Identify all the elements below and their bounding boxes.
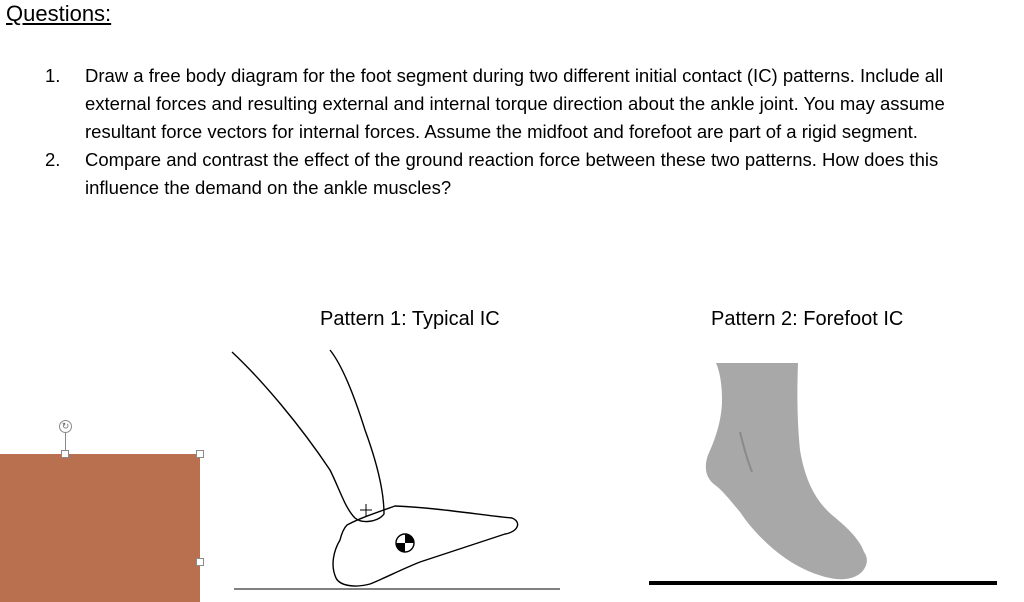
shank-outline (231, 349, 385, 523)
rotation-handle-stem (65, 431, 66, 450)
pattern-1-caption: Pattern 1: Typical IC (320, 308, 500, 330)
forefoot-silhouette (705, 363, 867, 580)
foot-outline (332, 505, 519, 587)
question-item-1: 1. Draw a free body diagram for the foot… (45, 62, 1010, 146)
question-number: 2. (45, 149, 61, 170)
page-heading: Questions: (6, 1, 112, 26)
rotate-icon[interactable]: ↻ (59, 420, 72, 433)
question-list: 1. Draw a free body diagram for the foot… (45, 62, 1010, 202)
question-item-2: 2. Compare and contrast the effect of th… (45, 146, 1010, 202)
resize-handle-top-middle[interactable] (61, 450, 69, 458)
question-text: Draw a free body diagram for the foot se… (85, 65, 945, 142)
pattern-2-caption: Pattern 2: Forefoot IC (711, 308, 904, 330)
question-text: Compare and contrast the effect of the g… (85, 149, 939, 198)
forefoot-shade (739, 431, 753, 473)
plus-icon (360, 504, 372, 516)
ground-bar (649, 581, 997, 585)
resize-handle-top-right[interactable] (196, 450, 204, 458)
selected-rectangle-shape[interactable] (0, 454, 200, 602)
resize-handle-middle-right[interactable] (196, 558, 204, 566)
center-of-mass-icon (395, 533, 415, 553)
question-number: 1. (45, 65, 61, 86)
